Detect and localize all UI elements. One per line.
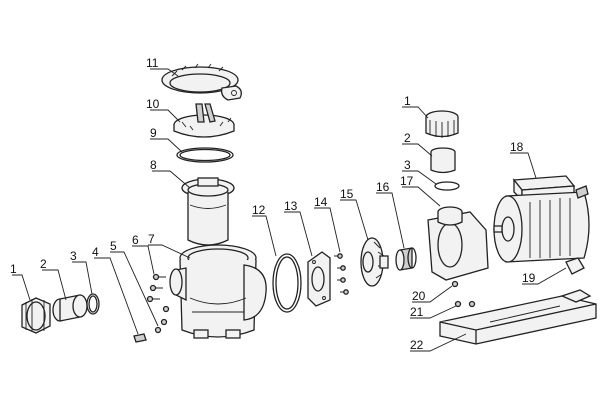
part-4-drain-plug (133, 333, 147, 343)
callout-15: 15 (340, 187, 354, 201)
part-1-union-nut-left (21, 297, 51, 334)
callout-22: 22 (410, 338, 424, 352)
part-12-housing-o-ring (272, 253, 302, 313)
part-17-seal-plate (427, 206, 489, 281)
callout-10: 10 (146, 97, 160, 111)
callout-5: 5 (110, 239, 117, 253)
callout-2-right: 2 (404, 131, 411, 145)
part-5-screws (154, 305, 170, 334)
callout-3-left: 3 (70, 249, 77, 263)
part-6-screws (146, 273, 166, 303)
callout-6: 6 (132, 233, 139, 247)
part-3-union-o-ring-right (434, 181, 460, 191)
callout-19: 19 (522, 271, 536, 285)
callout-14: 14 (314, 195, 328, 209)
callout-13: 13 (284, 199, 298, 213)
part-14-diffuser-screws (334, 253, 349, 295)
callout-7: 7 (148, 232, 155, 246)
part-3-union-o-ring-left (86, 293, 100, 315)
part-9-lid-o-ring (176, 147, 234, 163)
callout-18: 18 (510, 140, 524, 154)
part-1-union-nut-right (425, 110, 459, 138)
part-16-mechanical-seal (395, 247, 417, 271)
part-2-union-tail-left (52, 294, 88, 322)
callout-12: 12 (252, 203, 266, 217)
callout-4: 4 (92, 245, 99, 259)
callout-labels: 1 2 3 4 5 6 7 8 9 10 11 12 13 14 15 16 1… (10, 56, 536, 352)
callout-2-left: 2 (40, 257, 47, 271)
part-2-union-tail-right (430, 147, 456, 174)
callout-21: 21 (410, 305, 424, 319)
part-20-screw (451, 280, 459, 288)
callout-16: 16 (376, 180, 390, 194)
part-13-diffuser-plate (307, 251, 331, 307)
part-15-impeller (360, 237, 389, 287)
leader-lines (12, 68, 567, 352)
callout-8: 8 (150, 158, 157, 172)
part-21-screw (454, 300, 476, 308)
part-18-motor (493, 175, 590, 263)
part-22-base (439, 289, 597, 345)
callout-3-right: 3 (404, 158, 411, 172)
callout-20: 20 (412, 289, 426, 303)
part-11-lock-ring (161, 63, 242, 101)
callout-1-left: 1 (10, 262, 17, 276)
callout-11: 11 (146, 56, 159, 70)
part-19-cover (565, 257, 585, 275)
callout-9: 9 (150, 126, 157, 140)
part-10-strainer-lid (173, 103, 235, 138)
callout-17: 17 (400, 174, 414, 188)
callout-1-right: 1 (404, 94, 411, 108)
part-8-strainer-basket (181, 177, 235, 246)
part-7-pump-housing (169, 244, 267, 339)
